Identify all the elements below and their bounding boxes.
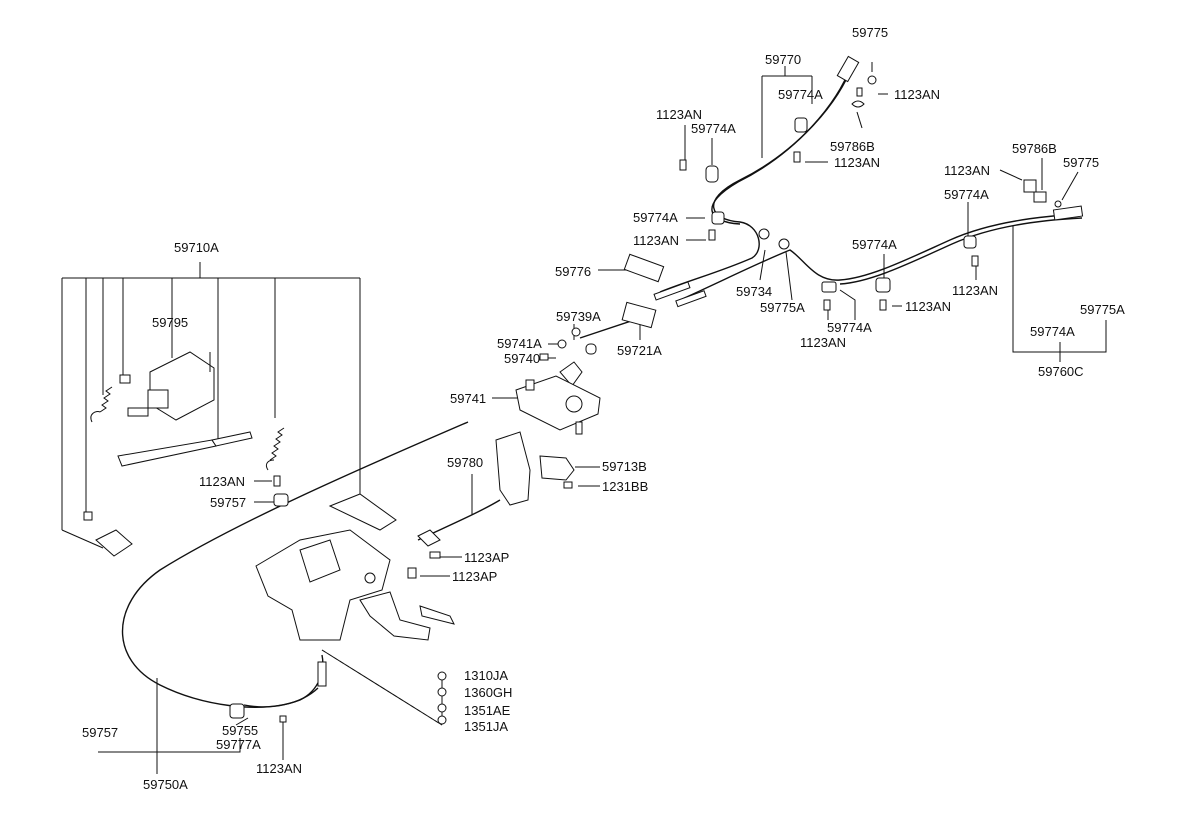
- label-1123an-c: 1123AN: [834, 155, 880, 170]
- label-59774a-g: 59774A: [1030, 324, 1075, 339]
- label-59739a: 59739A: [556, 309, 601, 324]
- part-cable-end-top: [836, 55, 877, 108]
- part-damper: [117, 431, 253, 467]
- label-59774a-f: 59774A: [827, 320, 872, 335]
- label-59770: 59770: [765, 52, 801, 67]
- label-59775a-a: 59775A: [760, 300, 805, 315]
- label-59774a-c: 59774A: [944, 187, 989, 202]
- label-59757-a: 59757: [210, 495, 246, 510]
- label-1123an-g: 1123AN: [905, 299, 951, 314]
- label-59774a-a: 59774A: [778, 87, 823, 102]
- label-1123an-i: 1123AN: [199, 474, 245, 489]
- part-labels: 59775 59770 59774A 1123AN 1123AN 59774A …: [82, 25, 1125, 792]
- label-1123an-a: 1123AN: [894, 87, 940, 102]
- label-1123an-d: 1123AN: [944, 163, 990, 178]
- label-59786b-b: 59786B: [1012, 141, 1057, 156]
- label-59721a: 59721A: [617, 343, 662, 358]
- label-59775-top: 59775: [852, 25, 888, 40]
- label-59741: 59741: [450, 391, 486, 406]
- label-59713b: 59713B: [602, 459, 647, 474]
- label-59741a: 59741A: [497, 336, 542, 351]
- cables: [121, 65, 1083, 726]
- part-washers-1351: [437, 671, 447, 725]
- label-59757-b: 59757: [82, 725, 118, 740]
- part-equalizer: [539, 301, 657, 387]
- label-59775-r: 59775: [1063, 155, 1099, 170]
- part-pedal-assembly: [229, 493, 455, 723]
- label-1123an-j: 1123AN: [256, 761, 302, 776]
- label-59734: 59734: [736, 284, 772, 299]
- part-small-fasteners-left: [83, 475, 289, 557]
- label-59710a: 59710A: [174, 240, 219, 255]
- label-1360gh: 1360GH: [464, 685, 512, 700]
- label-1351ae: 1351AE: [464, 703, 511, 718]
- label-1123an-f: 1123AN: [952, 283, 998, 298]
- label-59750a: 59750A: [143, 777, 188, 792]
- label-59755: 59755: [222, 723, 258, 738]
- label-59740: 59740: [504, 351, 540, 366]
- part-lever-59780: [417, 431, 575, 547]
- part-lever-base-59741: [515, 375, 601, 435]
- label-59795: 59795: [152, 315, 188, 330]
- label-59780: 59780: [447, 455, 483, 470]
- label-1351ja: 1351JA: [464, 719, 508, 734]
- label-59775a-b: 59775A: [1080, 302, 1125, 317]
- label-1123ap-b: 1123AP: [452, 569, 497, 584]
- part-springs: [90, 386, 285, 471]
- label-1123ap-a: 1123AP: [464, 550, 509, 565]
- label-1123an-b: 1123AN: [656, 107, 702, 122]
- label-1231bb: 1231BB: [602, 479, 648, 494]
- part-switch-59795: [119, 351, 215, 421]
- label-1123an-h: 1123AN: [800, 335, 846, 350]
- part-clips-upper: [623, 117, 1084, 311]
- label-59760c: 59760C: [1038, 364, 1084, 379]
- label-59777a: 59777A: [216, 737, 261, 752]
- label-59774a-b: 59774A: [691, 121, 736, 136]
- label-59774a-e: 59774A: [852, 237, 897, 252]
- label-59774a-d: 59774A: [633, 210, 678, 225]
- label-59776: 59776: [555, 264, 591, 279]
- label-1123an-e: 1123AN: [633, 233, 679, 248]
- label-59786b-a: 59786B: [830, 139, 875, 154]
- label-1310ja: 1310JA: [464, 668, 508, 683]
